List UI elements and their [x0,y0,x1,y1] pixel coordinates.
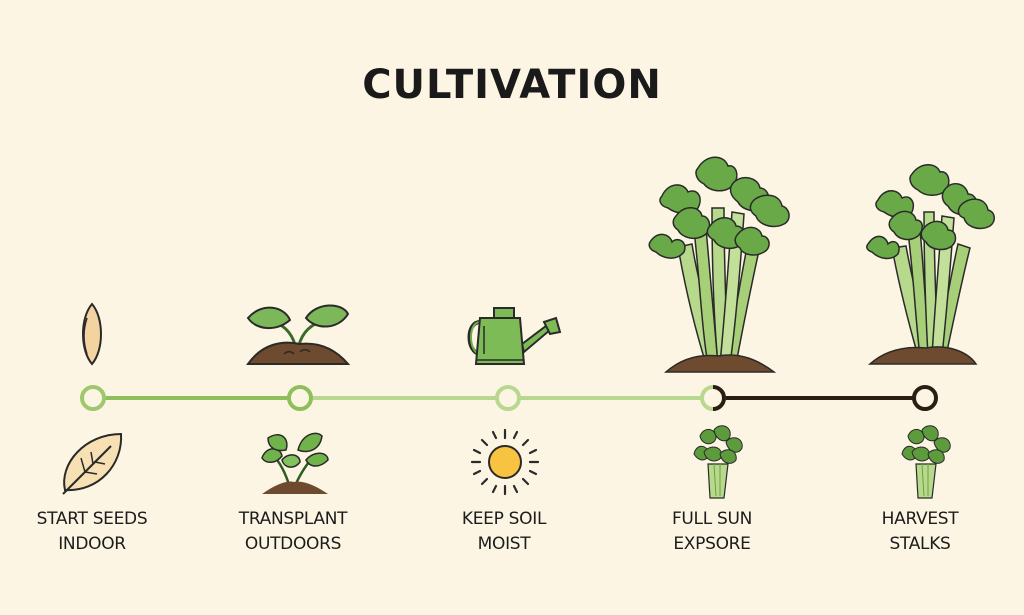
celery-bunch-icon [901,425,951,499]
celery-plant-large-icon [866,164,995,365]
step-label-line: INDOOR [58,534,126,554]
step-label-line: STALKS [889,534,951,554]
celery-plant-large-icon [648,156,790,373]
step-label-line: HARVEST [881,509,959,529]
page-title: CULTIVATION [362,62,662,108]
step-label-full-sun: FULL SUN EXPSORE [622,507,802,557]
step-label-harvest: HARVEST STALKS [830,507,1010,557]
timeline-node-4 [700,385,726,411]
celery-bunch-icon [693,425,743,499]
step-label-line: FULL SUN [671,509,753,529]
timeline-node-5 [912,385,938,411]
step-label-transplant: TRANSPLANT OUTDOORS [203,507,383,557]
sun-icon [470,428,540,496]
step-label-start-seeds: START SEEDS INDOOR [2,507,182,557]
step-label-line: KEEP SOIL [461,509,547,529]
seed-icon [82,302,102,366]
step-label-line: START SEEDS [36,509,148,529]
step-label-keep-soil-moist: KEEP SOIL MOIST [414,507,594,557]
seedling-plant-icon [261,432,329,494]
timeline-node-3 [495,385,521,411]
timeline-node-2 [287,385,313,411]
step-label-line: TRANSPLANT [238,509,348,529]
watering-can-icon [467,307,562,365]
step-label-line: MOIST [477,534,531,554]
step-label-line: OUTDOORS [244,534,342,554]
sprout-in-soil-icon [246,304,351,365]
leaf-icon [62,432,123,495]
timeline-node-1 [80,385,106,411]
step-label-line: EXPSORE [673,534,751,554]
